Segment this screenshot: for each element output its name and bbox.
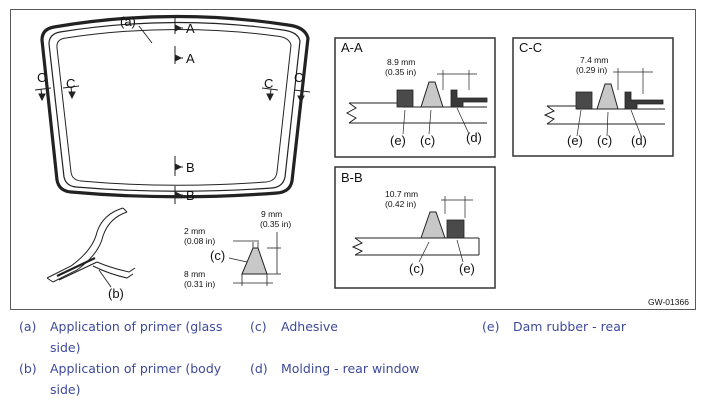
legend-text-b-line1: Application of primer (body — [50, 361, 222, 376]
legend-item-c: (c) Adhesive — [250, 316, 470, 337]
legend-item-a: (a) Application of primer (glass side) — [19, 316, 239, 358]
label-a-top: A — [186, 21, 195, 36]
legend-text-c: Adhesive — [281, 319, 338, 334]
label-c-right-inner: C — [264, 76, 273, 91]
bead-height-in: (0.35 in) — [260, 219, 291, 229]
bead-top-mm: 2 mm — [184, 226, 205, 236]
cc-dim-mm: 7.4 mm — [580, 55, 608, 65]
bb-dam-rubber — [446, 219, 465, 239]
aa-title: A-A — [341, 40, 363, 55]
legend-text-b-line2: side) — [50, 382, 81, 397]
bb-label-e: (e) — [459, 261, 475, 276]
label-c-left-outer: C — [37, 70, 46, 85]
adhesive-bead-shape — [241, 247, 268, 275]
bead-top-in: (0.08 in) — [184, 236, 215, 246]
bb-dim-mm: 10.7 mm — [385, 189, 418, 199]
legend-text-a-line2: side) — [50, 340, 81, 355]
legend-key-d: (d) — [250, 361, 268, 376]
aa-dim-in: (0.35 in) — [385, 67, 416, 77]
bb-label-c: (c) — [409, 261, 424, 276]
leader-a — [138, 25, 153, 44]
section-cc-panel: C-C 7.4 mm (0.29 in) (e) (c) (d) — [512, 37, 674, 157]
cc-dam-rubber — [575, 91, 593, 110]
section-mark-c-left — [34, 85, 80, 102]
legend-text-a-line1: Application of primer (glass — [50, 319, 223, 334]
section-bb-panel: B-B 10.7 mm (0.42 in) (c) (e) — [334, 166, 496, 289]
legend-item-e: (e) Dam rubber - rear — [482, 316, 702, 337]
label-b: (b) — [108, 286, 124, 301]
cc-adhesive — [596, 83, 619, 110]
aa-molding — [450, 89, 488, 108]
cc-molding — [624, 91, 664, 110]
legend-key-b: (b) — [19, 361, 37, 376]
section-mark-b — [174, 156, 183, 204]
legend-key-c: (c) — [250, 319, 267, 334]
legend-key-a: (a) — [19, 319, 37, 334]
bead-base-in: (0.31 in) — [184, 279, 215, 289]
section-aa-panel: A-A 8.9 mm (0.35 in) (e) (c) (d) — [334, 37, 496, 158]
label-a-bottom: A — [186, 51, 195, 66]
label-a: (a) — [120, 14, 136, 29]
aa-label-c: (c) — [420, 133, 435, 148]
windshield-drawing — [40, 14, 310, 199]
bead-base-mm: 8 mm — [184, 269, 205, 279]
cc-label-c: (c) — [597, 133, 612, 148]
aa-label-e: (e) — [390, 133, 406, 148]
bead-detail — [228, 232, 281, 286]
legend-text-d: Molding - rear window — [281, 361, 420, 376]
legend: (a) Application of primer (glass side) (… — [0, 314, 706, 405]
bb-adhesive — [420, 211, 446, 239]
section-mark-c-right — [261, 87, 311, 104]
aa-adhesive — [420, 81, 444, 108]
bb-dim-in: (0.42 in) — [385, 199, 416, 209]
figure-code: GW-01366 — [648, 297, 689, 307]
cc-label-e: (e) — [567, 133, 583, 148]
rear-window-diagram: (a) A A B B C C C C — [34, 14, 689, 307]
label-c-right-outer: C — [294, 70, 303, 85]
aa-label-d: (d) — [466, 130, 482, 145]
section-mark-a — [174, 16, 183, 64]
body-primer-sketch — [46, 207, 136, 283]
legend-text-e: Dam rubber - rear — [513, 319, 627, 334]
cc-title: C-C — [519, 40, 542, 55]
legend-item-b: (b) Application of primer (body side) — [19, 358, 239, 400]
label-c-left-inner: C — [66, 76, 75, 91]
aa-dim-mm: 8.9 mm — [387, 57, 415, 67]
cc-dim-in: (0.29 in) — [576, 65, 607, 75]
bead-label-c: (c) — [210, 248, 225, 263]
legend-key-e: (e) — [482, 319, 500, 334]
legend-item-d: (d) Molding - rear window — [250, 358, 470, 379]
label-b-top: B — [186, 160, 195, 175]
cc-label-d: (d) — [631, 133, 647, 148]
label-b-bottom: B — [186, 188, 195, 203]
aa-dam-rubber — [396, 89, 414, 108]
bead-height-mm: 9 mm — [261, 209, 282, 219]
bb-title: B-B — [341, 170, 363, 185]
figure-frame: (a) A A B B C C C C — [10, 9, 696, 310]
leader-b — [98, 269, 112, 288]
